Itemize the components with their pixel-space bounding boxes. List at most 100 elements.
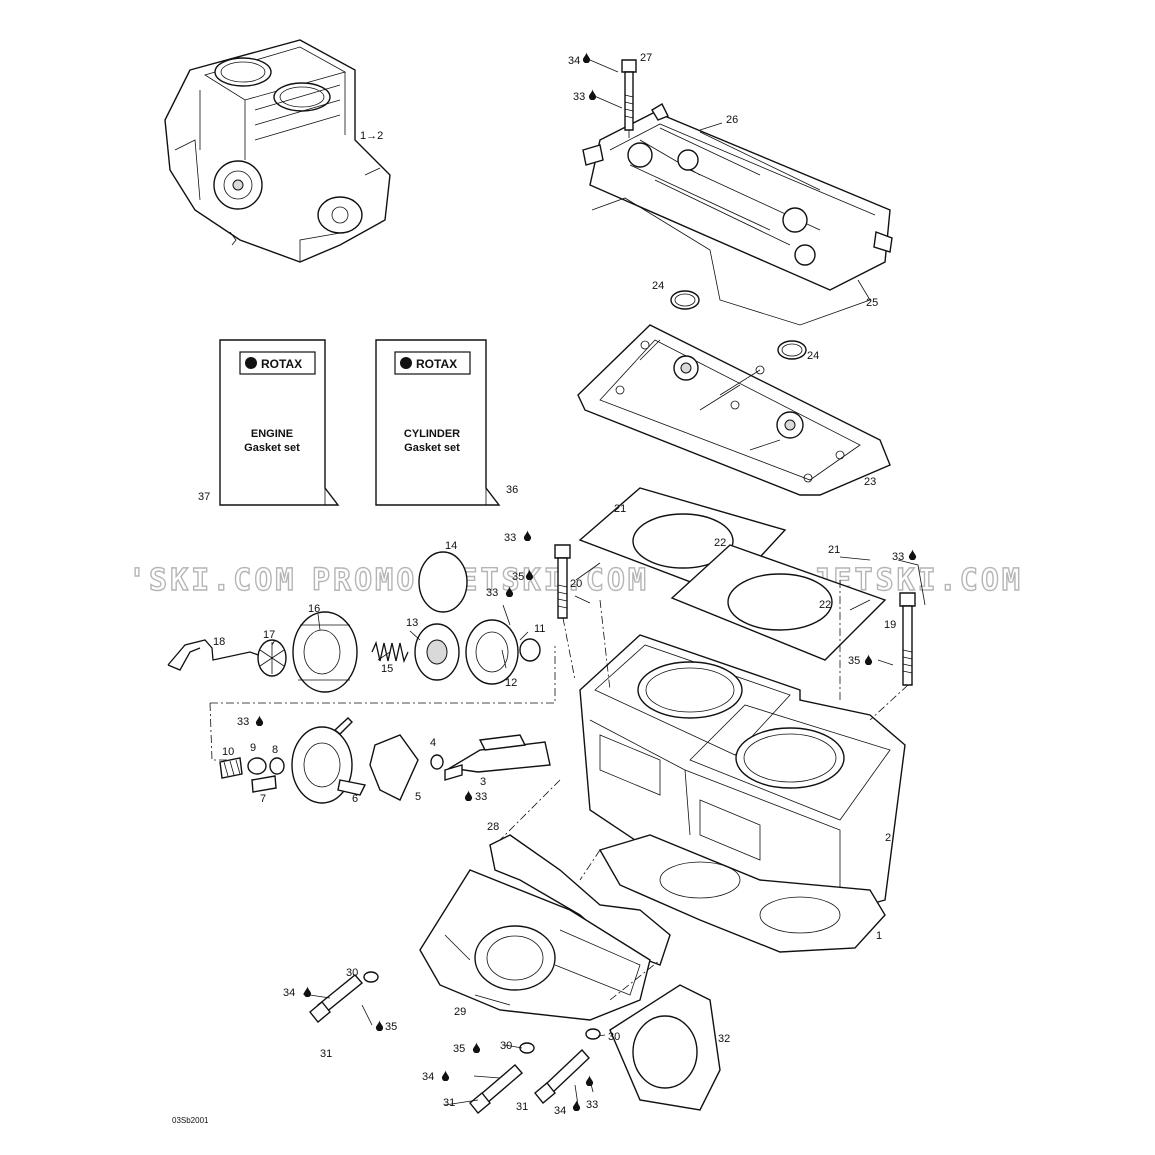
valve-housing xyxy=(291,717,367,804)
base-gasket xyxy=(598,834,886,953)
engine-gasket-kit: ROTAX ENGINE Gasket set 37 xyxy=(198,339,340,506)
callout: 20 xyxy=(570,578,582,590)
kit-callout-number: 36 xyxy=(506,484,518,496)
callout: 33 xyxy=(504,532,516,544)
callout: 34 xyxy=(283,987,295,999)
callout: 35 xyxy=(453,1043,465,1055)
callout: 31 xyxy=(443,1097,455,1109)
callout: 16 xyxy=(308,603,320,615)
callout: 23 xyxy=(864,476,876,488)
outlet-bolt-left xyxy=(469,1064,523,1114)
outlet-bolt-right xyxy=(534,1048,590,1104)
callout: 29 xyxy=(454,1006,466,1018)
o-ring xyxy=(430,754,444,770)
rotax-logo-icon xyxy=(245,357,257,369)
callout: 11 xyxy=(534,623,545,635)
callout: 30 xyxy=(608,1031,620,1043)
leader-lines xyxy=(271,59,926,1106)
cover-gasket xyxy=(591,197,871,326)
callout: 32 xyxy=(718,1033,730,1045)
callout: 15 xyxy=(381,663,393,675)
callout: 5 xyxy=(415,791,421,803)
callout: 22 xyxy=(819,599,831,611)
callout: 34 xyxy=(568,55,580,67)
drawing-code: 03Sb2001 xyxy=(172,1116,209,1125)
callout: 4 xyxy=(430,737,436,749)
manifold-bolt xyxy=(309,974,364,1023)
valve-spring-clip xyxy=(167,639,273,671)
callout: 33 xyxy=(486,587,498,599)
callout: 25 xyxy=(866,297,878,309)
callout: 2 xyxy=(885,832,891,844)
washer xyxy=(585,1028,601,1040)
callout-labels: 34 27 33 26 24 25 24 23 21 22 33 21 33 3… xyxy=(213,52,904,1117)
rotax-logo-box xyxy=(394,351,471,375)
rave-valve-guillotine xyxy=(444,734,551,781)
callout: 21 xyxy=(828,544,840,556)
callout: 26 xyxy=(726,114,738,126)
callout: 34 xyxy=(422,1071,434,1083)
callout: 33 xyxy=(573,91,585,103)
callout: 27 xyxy=(640,52,652,64)
long-bolt-left xyxy=(554,544,571,619)
svg-text:'SKI.COM: 'SKI.COM xyxy=(128,563,297,598)
washer xyxy=(247,757,267,775)
kit-brand: ROTAX xyxy=(416,357,457,371)
callout: 31 xyxy=(320,1048,332,1060)
callout: 35 xyxy=(848,655,860,667)
valve-piston xyxy=(414,623,460,681)
callout: 33 xyxy=(892,551,904,563)
callout: 6 xyxy=(352,793,358,805)
washer xyxy=(519,1042,535,1054)
callout: 13 xyxy=(406,617,418,629)
callout: 35 xyxy=(385,1021,397,1033)
kit-brand: ROTAX xyxy=(261,357,302,371)
callout: 10 xyxy=(222,746,234,758)
callout: 34 xyxy=(554,1105,566,1117)
outlet-gasket xyxy=(609,984,721,1111)
valve-cover xyxy=(292,611,358,693)
washer xyxy=(363,971,379,983)
kit-title: CYLINDER xyxy=(404,428,460,440)
callout: 1 xyxy=(876,930,882,942)
o-ring xyxy=(519,638,541,662)
callout: 33 xyxy=(237,716,249,728)
cylinder-head xyxy=(577,324,891,496)
rotax-logo-icon xyxy=(400,357,412,369)
callout: 30 xyxy=(500,1040,512,1052)
long-bolt-right xyxy=(899,592,916,686)
callout: 17 xyxy=(263,629,275,641)
callout: 18 xyxy=(213,636,225,648)
exhaust-manifold xyxy=(419,869,651,1021)
callout: 3 xyxy=(480,776,486,788)
callout: 31 xyxy=(516,1101,528,1113)
engine-assembly-illustration xyxy=(164,39,391,263)
kit-subtitle: Gasket set xyxy=(404,442,460,454)
callout: 22 xyxy=(714,537,726,549)
circlip xyxy=(418,551,468,613)
rotax-logo-box xyxy=(239,351,316,375)
valve-housing-cap xyxy=(465,619,519,685)
kit-title: ENGINE xyxy=(251,428,293,440)
kit-subtitle: Gasket set xyxy=(244,442,300,454)
kit-callout-number: 37 xyxy=(198,491,210,503)
valve-gasket xyxy=(369,734,419,801)
head-gasket-rear xyxy=(670,544,887,661)
callout: 33 xyxy=(586,1099,598,1111)
valve-screw xyxy=(251,775,277,793)
callout: 35 xyxy=(512,571,524,583)
callout: 19 xyxy=(884,619,896,631)
adjustment-screw xyxy=(219,757,243,779)
engine-reference-label: 1→2 xyxy=(360,130,383,142)
callout: 30 xyxy=(346,967,358,979)
callout: 7 xyxy=(260,793,266,805)
callout: 24 xyxy=(807,350,819,362)
exhaust-gasket xyxy=(489,834,671,966)
o-ring xyxy=(269,757,285,775)
callout: 9 xyxy=(250,742,256,754)
callout: 28 xyxy=(487,821,499,833)
callout: 33 xyxy=(475,791,487,803)
callout: 21 xyxy=(614,503,626,515)
